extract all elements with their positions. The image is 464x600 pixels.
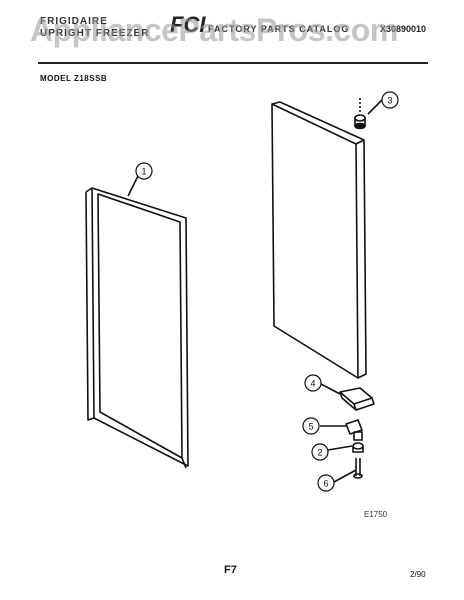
screw — [353, 458, 363, 479]
watermark: AppliancePartsPros.com — [30, 12, 398, 48]
callout-2 — [311, 443, 329, 461]
top-bushing — [354, 98, 366, 130]
callout-5 — [302, 417, 320, 435]
catalog-code: X30890010 — [380, 24, 427, 34]
door-panel — [271, 101, 367, 379]
hinge-bracket — [339, 387, 375, 411]
callout-3 — [381, 91, 399, 109]
callout-4-label: 4 — [310, 379, 315, 389]
brand-block: FRIGIDAIRE UPRIGHT FREEZER — [40, 16, 149, 40]
leader-4 — [320, 383, 341, 395]
callout-6 — [317, 474, 335, 492]
revision-date: 2/90 — [410, 570, 426, 579]
figure-code: E1750 — [364, 510, 388, 519]
door-gasket-frame — [85, 187, 189, 469]
callout-5-label: 5 — [308, 422, 313, 432]
callout-1-label: 1 — [141, 167, 146, 177]
leader-6 — [333, 469, 357, 483]
fci-logo: FCI — [170, 12, 206, 37]
header-rule — [38, 62, 428, 64]
callout-3-label: 3 — [387, 96, 392, 106]
leader-1 — [127, 175, 139, 197]
brand-line-2: UPRIGHT FREEZER — [40, 28, 150, 39]
callout-6-label: 6 — [323, 479, 328, 489]
hinge-pin — [345, 419, 363, 441]
callout-2-label: 2 — [317, 448, 322, 458]
brand-line-1: FRIGIDAIRE — [40, 16, 108, 27]
page-code: F7 — [224, 564, 237, 576]
callout-1 — [135, 162, 153, 180]
leader-3 — [367, 99, 383, 115]
leader-2 — [327, 445, 353, 451]
bottom-bushing — [352, 442, 364, 453]
model-label: MODEL Z18SSB — [40, 74, 108, 83]
callout-4 — [304, 374, 322, 392]
catalog-title: FACTORY PARTS CATALOG — [208, 24, 350, 34]
